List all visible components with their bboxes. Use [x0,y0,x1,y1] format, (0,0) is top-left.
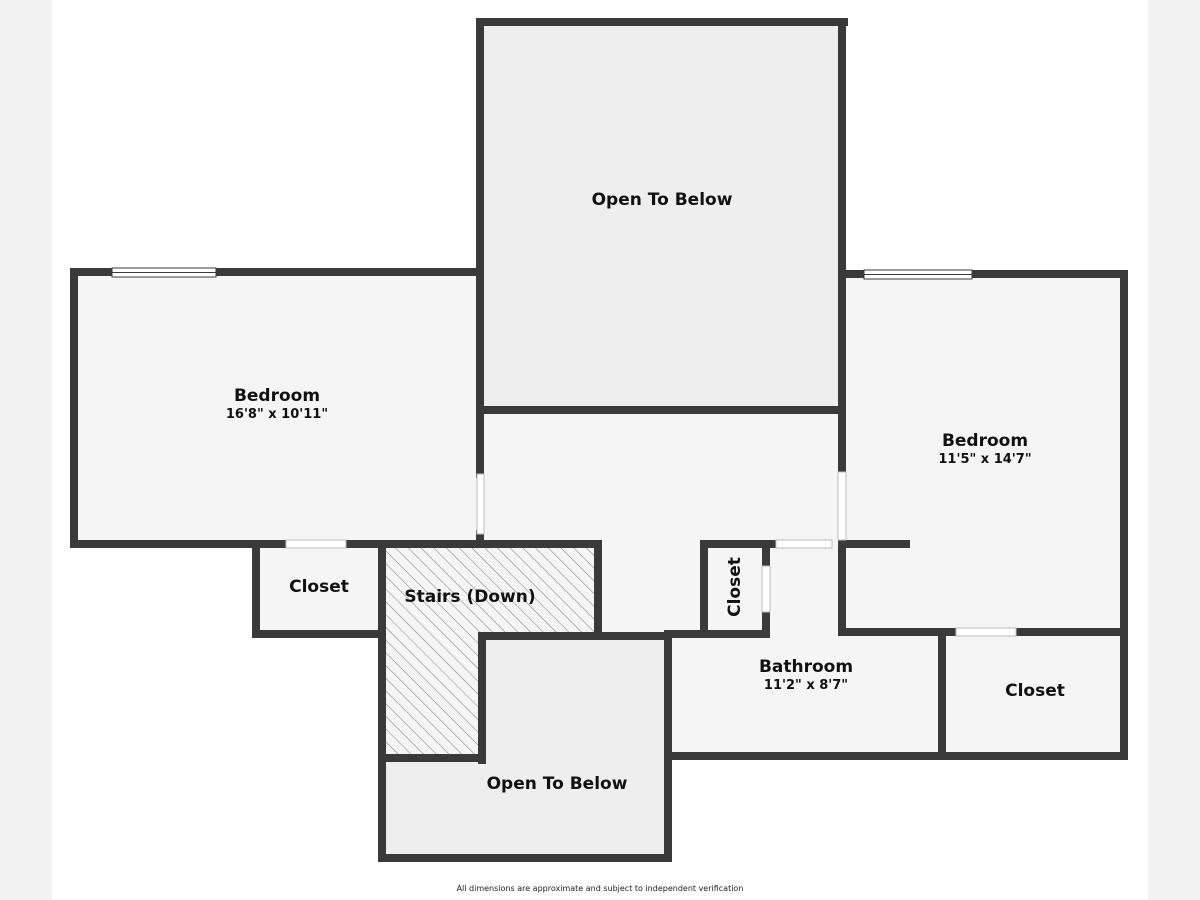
room-name: Bedroom [233,386,321,406]
open-to-below-bottom-label: Open To Below [430,774,684,794]
closet-left-label: Closet [256,577,382,597]
bathroom-label: Bathroom 11'2" x 8'7" [672,657,940,695]
doorway-bathroom [775,539,833,549]
doorway-bedroom-left [476,473,485,535]
bedroom-right-floor [840,274,1124,632]
bedroom-left-label: Bedroom 16'8" x 10'11" [74,386,480,424]
doorway-closet-right [955,627,1017,637]
doorway-closet-left [285,539,347,549]
closet-right-floor [944,632,1124,756]
room-dimensions: 16'8" x 10'11" [225,407,329,422]
room-name: Closet [289,577,349,597]
closet-right-label: Closet [946,681,1124,701]
closet-left-floor [256,544,382,634]
bathroom-floor [668,634,944,756]
room-name: Stairs (Down) [404,587,536,607]
closet-small-label: Closet [725,542,745,632]
room-name: Bedroom [941,431,1029,451]
room-dimensions: 11'5" x 14'7" [938,452,1032,467]
room-name: Bathroom [758,657,854,677]
open-to-below-bottom-floor [382,756,668,858]
door-openings [285,471,1017,637]
room-name: Open To Below [591,190,733,210]
disclaimer-footer: All dimensions are approximate and subje… [456,884,744,893]
room-dimensions: 11'2" x 8'7" [763,678,849,693]
doorway-closet-small [761,565,771,613]
open-to-below-top-floor [484,22,840,410]
walls [70,18,1128,862]
open-to-below-top-label: Open To Below [484,190,840,210]
open-to-below-bottom-upper-floor [484,636,668,758]
doorway-bedroom-right [837,471,847,541]
room-name: Closet [725,557,745,617]
bedroom-right-label: Bedroom 11'5" x 14'7" [846,431,1124,469]
room-name: Closet [1005,681,1065,701]
windows [111,267,973,280]
stairs-hatch-lines [386,546,596,756]
room-name: Open To Below [486,774,628,794]
bedroom-left-floor [74,274,484,544]
stairs-label: Stairs (Down) [386,587,554,607]
closet-small-floor [705,544,767,634]
